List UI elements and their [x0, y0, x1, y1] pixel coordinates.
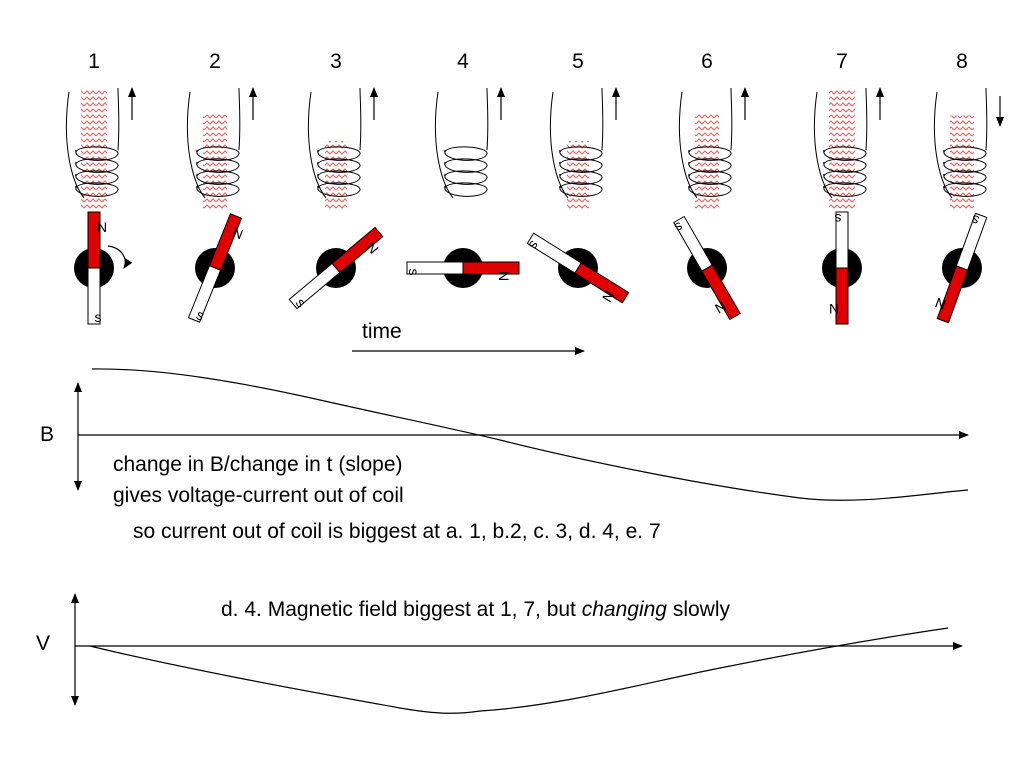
frame-number: 5 — [572, 50, 584, 73]
frame-number: 8 — [956, 50, 968, 73]
frame-8: 8Ns — [933, 50, 1004, 324]
field-lines — [81, 90, 107, 210]
bar-magnet: Ns — [526, 232, 630, 305]
north-pole-label: N — [829, 301, 839, 317]
frame-2: 2Ns — [186, 50, 257, 324]
field-lines — [325, 141, 347, 210]
frame-1: 1Ns — [65, 50, 136, 325]
bar-magnet: Ns — [87, 211, 107, 325]
b-graph: B — [40, 368, 969, 501]
magnet-south-half — [406, 261, 464, 275]
frame-3: 3Ns — [288, 50, 384, 310]
frame-number: 1 — [88, 50, 100, 73]
field-lines — [202, 112, 228, 210]
south-pole-label: s — [95, 309, 102, 325]
frame-number: 4 — [457, 50, 469, 73]
magnet-south-half — [187, 265, 222, 323]
field-lines — [950, 115, 974, 210]
north-pole-label: N — [97, 219, 107, 235]
slope-text-line2: gives voltage-current out of coil — [113, 484, 404, 507]
coil — [186, 87, 241, 199]
time-indicator: time — [352, 320, 585, 355]
magnet-south-half — [955, 212, 988, 271]
magnet-south-half — [835, 211, 849, 269]
coil — [434, 87, 489, 199]
frame-5: 5Ns — [526, 50, 630, 305]
slope-text-line1: change in B/change in t (slope) — [113, 453, 403, 476]
time-label: time — [362, 320, 402, 343]
v-curve — [89, 627, 949, 714]
b-axis-label: B — [40, 423, 54, 446]
coil — [813, 87, 868, 199]
coil — [549, 87, 604, 199]
north-pole-label: N — [496, 271, 512, 281]
coil — [933, 87, 988, 199]
field-lines — [694, 112, 720, 210]
frame-number: 7 — [836, 50, 848, 73]
magnet-south-half — [87, 267, 101, 325]
coil — [678, 87, 733, 199]
magnet-south-half — [673, 215, 713, 272]
bar-magnet: Ns — [288, 226, 384, 310]
magnet-south-half — [526, 232, 582, 274]
question-text: so current out of coil is biggest at a. … — [133, 520, 661, 543]
coil — [307, 87, 362, 199]
frame-4: 4Ns — [406, 50, 520, 288]
frame-number: 3 — [330, 50, 342, 73]
south-pole-label: s — [835, 211, 842, 227]
frame-7: 7Ns — [813, 50, 884, 325]
south-pole-label: s — [406, 269, 422, 276]
bar-magnet: Ns — [406, 261, 520, 281]
field-lines — [567, 141, 589, 210]
rotation-arrow — [107, 245, 133, 269]
bar-magnet: Ns — [829, 211, 849, 325]
v-graph: V — [36, 593, 963, 714]
frame-number: 2 — [209, 50, 221, 73]
frame-number: 6 — [701, 50, 713, 73]
field-lines — [829, 90, 855, 210]
bar-magnet: Ns — [672, 215, 741, 321]
coil — [65, 87, 120, 199]
answer-text: d. 4. Magnetic field biggest at 1, 7, bu… — [221, 598, 730, 621]
frame-6: 6Ns — [672, 50, 749, 321]
v-axis-label: V — [36, 632, 50, 655]
magnet-south-half — [288, 262, 341, 310]
b-curve — [91, 368, 969, 501]
